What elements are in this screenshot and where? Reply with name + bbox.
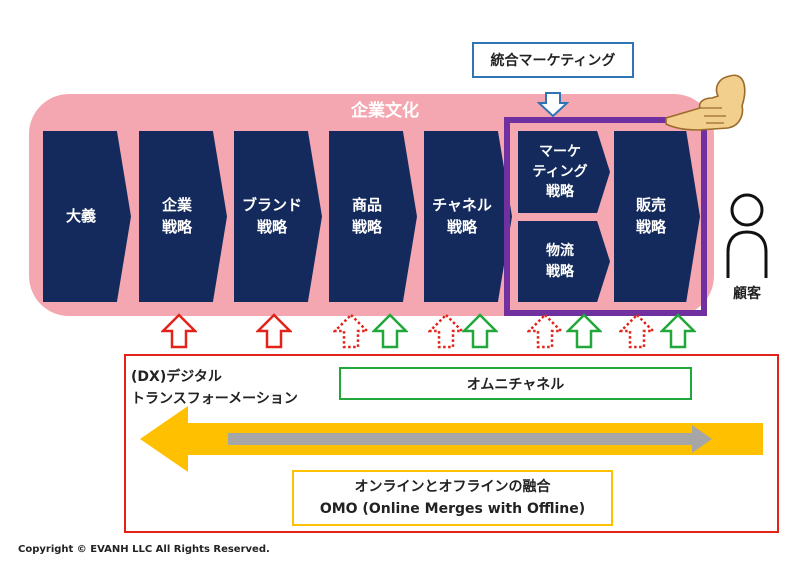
strategy-taigi: 大義 <box>43 131 131 302</box>
strategy-sales: 販売 戦略 <box>614 131 700 302</box>
integrated-marketing-box: 統合マーケティング <box>472 42 634 78</box>
strategy-logistics: 物流 戦略 <box>518 221 610 302</box>
strategy-product: 商品 戦略 <box>329 131 417 302</box>
up-arrow-red-icon <box>256 313 292 349</box>
up-arrow-green-icon <box>660 313 696 349</box>
online-offline-arrows <box>140 406 763 472</box>
strategy-channel: チャネル 戦略 <box>424 131 512 302</box>
up-arrow-red-icon <box>161 313 197 349</box>
strategy-corporate: 企業 戦略 <box>139 131 227 302</box>
omo-line2: OMO (Online Merges with Offline) <box>319 501 586 517</box>
up-arrow-red-dotted-icon <box>527 313 563 349</box>
down-arrow-icon <box>537 92 569 118</box>
customer-label: 顧客 <box>733 286 761 302</box>
integrated-marketing-frame <box>504 117 707 316</box>
gray-right-arrow <box>228 425 712 453</box>
corporate-culture-title: 企業文化 <box>351 101 419 121</box>
strategy-brand: ブランド 戦略 <box>234 131 322 302</box>
omnichannel-box: オムニチャネル <box>339 367 692 400</box>
up-arrow-red-dotted-icon <box>428 313 464 349</box>
omo-line1: オンラインとオフラインの融合 <box>354 479 551 495</box>
up-arrow-green-icon <box>462 313 498 349</box>
up-arrow-green-icon <box>372 313 408 349</box>
omo-box: オンラインとオフラインの融合 OMO (Online Merges with O… <box>292 470 613 526</box>
up-arrow-green-icon <box>566 313 602 349</box>
up-arrow-red-dotted-icon <box>333 313 369 349</box>
dx-box <box>124 354 779 533</box>
up-arrow-red-dotted-icon <box>619 313 655 349</box>
dx-label: (DX)デジタル トランスフォーメーション <box>131 369 298 407</box>
pointing-hand-icon <box>665 74 746 131</box>
strategy-marketing: マーケ ティング 戦略 <box>518 131 610 213</box>
customer-icon <box>726 193 768 278</box>
copyright-text: Copyright © EVANH LLC All Rights Reserve… <box>18 544 270 555</box>
